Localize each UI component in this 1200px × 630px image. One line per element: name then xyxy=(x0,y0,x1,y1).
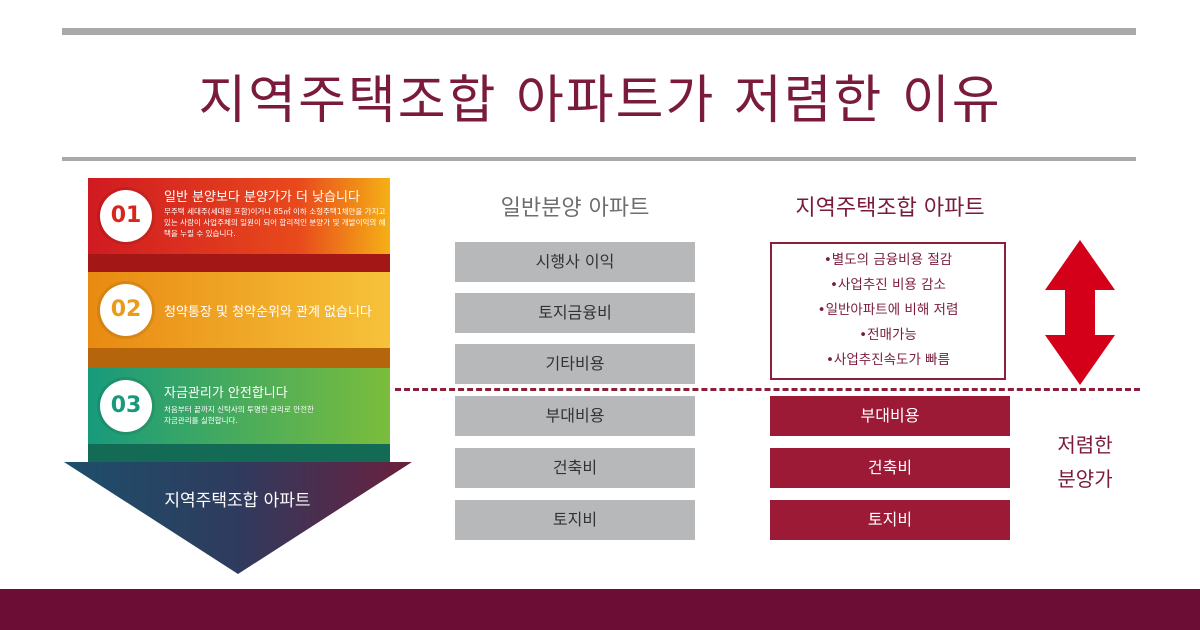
step-title: 청약통장 및 청약순위와 관계 없습니다 xyxy=(164,305,372,320)
down-arrow-shape xyxy=(64,462,412,574)
general-cost-item: 기타비용 xyxy=(455,344,695,384)
step-number-badge: 01 xyxy=(100,190,152,242)
step-title: 일반 분양보다 분양가가 더 낮습니다 xyxy=(164,190,360,205)
general-column-heading: 일반분양 아파트 xyxy=(500,196,650,221)
title-rule xyxy=(62,157,1136,161)
cooperative-cost-item: 부대비용 xyxy=(770,396,1010,436)
general-cost-item: 건축비 xyxy=(455,448,695,488)
step-item-3: 03 자금관리가 안전합니다 처음부터 끝까지 신탁사의 투명한 관리로 안전한… xyxy=(88,368,390,444)
cooperative-cost-item: 건축비 xyxy=(770,448,1010,488)
step-number-badge: 03 xyxy=(100,380,152,432)
benefit-item: •별도의 금융비용 절감 xyxy=(823,252,953,268)
general-cost-item: 시행사 이익 xyxy=(455,242,695,282)
general-cost-item: 토지비 xyxy=(455,500,695,540)
cooperative-column-heading: 지역주택조합 아파트 xyxy=(795,196,985,221)
step-title: 자금관리가 안전합니다 xyxy=(164,386,288,401)
footer-bar xyxy=(0,589,1200,630)
cheaper-price-line: 분양가 xyxy=(1057,467,1113,491)
benefit-item: •사업추진 비용 감소 xyxy=(830,277,946,293)
ribbon-fold-2 xyxy=(88,348,390,368)
page-title: 지역주택조합 아파트가 저렴한 이유 xyxy=(198,71,1002,131)
step-number-badge: 02 xyxy=(100,284,152,336)
double-headed-vertical-arrow-icon xyxy=(1045,240,1115,385)
ribbon-fold-1 xyxy=(88,253,390,272)
arrow-label: 지역주택조합 아파트 xyxy=(164,491,311,511)
step-description: 처음부터 끝까지 신탁사의 투명한 관리로 안전한 자금관리를 실현합니다. xyxy=(164,405,314,425)
benefit-item: •전매가능 xyxy=(859,327,917,343)
ribbon-fold-3 xyxy=(88,443,390,462)
benefit-item: •사업추진속도가 빠름 xyxy=(825,352,951,368)
step-description: 무주택 세대주(세대원 포함)이거나 85㎡ 이하 소형주택1채만을 가지고 있… xyxy=(164,207,386,238)
general-cost-item: 토지금융비 xyxy=(455,293,695,333)
benefits-box: •별도의 금융비용 절감 •사업추진 비용 감소 •일반아파트에 비해 저렴 •… xyxy=(770,242,1006,380)
general-cost-item: 부대비용 xyxy=(455,396,695,436)
step-item-1: 01 일반 분양보다 분양가가 더 낮습니다 무주택 세대주(세대원 포함)이거… xyxy=(88,178,390,254)
cheaper-price-line: 저렴한 xyxy=(1057,433,1113,457)
cooperative-cost-item: 토지비 xyxy=(770,500,1010,540)
dashed-divider xyxy=(395,388,1140,391)
step-item-2: 02 청약통장 및 청약순위와 관계 없습니다 xyxy=(88,272,390,348)
benefit-item: •일반아파트에 비해 저렴 xyxy=(817,302,959,318)
cheaper-price-label: 저렴한 분양가 xyxy=(1040,428,1130,496)
top-rule xyxy=(62,28,1136,35)
